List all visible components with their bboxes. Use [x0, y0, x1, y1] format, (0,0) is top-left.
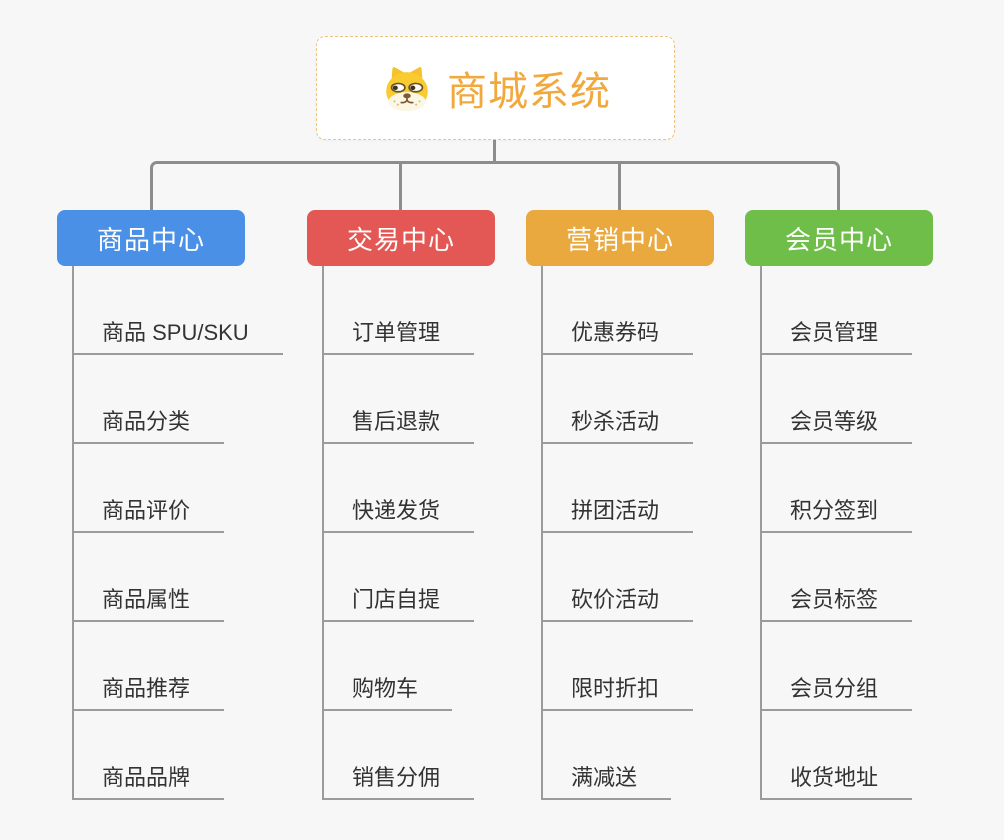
branch-node-3[interactable]: 营销中心 [526, 210, 714, 266]
branch-label: 会员中心 [784, 224, 893, 255]
connector-root-stem [493, 139, 496, 162]
topic-item[interactable]: 门店自提 [322, 586, 475, 622]
topic-item[interactable]: 商品品牌 [72, 764, 225, 800]
topic-item[interactable]: 销售分佣 [322, 764, 475, 800]
topic-item[interactable]: 限时折扣 [541, 675, 694, 711]
topic-item[interactable]: 购物车 [322, 675, 453, 711]
topic-item[interactable]: 订单管理 [322, 319, 475, 355]
topic-item[interactable]: 拼团活动 [541, 497, 694, 533]
branch-node-2[interactable]: 交易中心 [307, 210, 495, 266]
topic-item[interactable]: 会员分组 [760, 675, 913, 711]
branch-label: 营销中心 [565, 224, 674, 255]
branch-trunk-line [72, 266, 74, 800]
topic-item[interactable]: 商品分类 [72, 408, 225, 444]
connector-drop-line [399, 161, 402, 210]
root-node[interactable]: 商城系统 [316, 36, 675, 140]
topic-item[interactable]: 满减送 [541, 764, 672, 800]
topic-item[interactable]: 快递发货 [322, 497, 475, 533]
topic-item[interactable]: 商品 SPU/SKU [72, 319, 283, 355]
topic-item[interactable]: 商品推荐 [72, 675, 225, 711]
topic-item[interactable]: 秒杀活动 [541, 408, 694, 444]
topic-item[interactable]: 收货地址 [760, 764, 913, 800]
topic-item[interactable]: 会员等级 [760, 408, 913, 444]
connector-drop-line [618, 161, 621, 210]
connector-bracket [150, 161, 840, 210]
branch-label: 商品中心 [96, 224, 205, 255]
branch-trunk-line [760, 266, 762, 800]
branch-trunk-line [541, 266, 543, 800]
topic-item[interactable]: 优惠券码 [541, 319, 694, 355]
dog-face-icon [380, 63, 434, 113]
branch-label: 交易中心 [346, 224, 455, 255]
topic-item[interactable]: 砍价活动 [541, 586, 694, 622]
topic-item[interactable]: 商品属性 [72, 586, 225, 622]
branch-trunk-line [322, 266, 324, 800]
branch-node-4[interactable]: 会员中心 [745, 210, 933, 266]
topic-item[interactable]: 售后退款 [322, 408, 475, 444]
root-title: 商城系统 [447, 70, 611, 114]
topic-item[interactable]: 积分签到 [760, 497, 913, 533]
branch-node-1[interactable]: 商品中心 [57, 210, 245, 266]
topic-item[interactable]: 会员标签 [760, 586, 913, 622]
topic-item[interactable]: 商品评价 [72, 497, 225, 533]
topic-item[interactable]: 会员管理 [760, 319, 913, 355]
